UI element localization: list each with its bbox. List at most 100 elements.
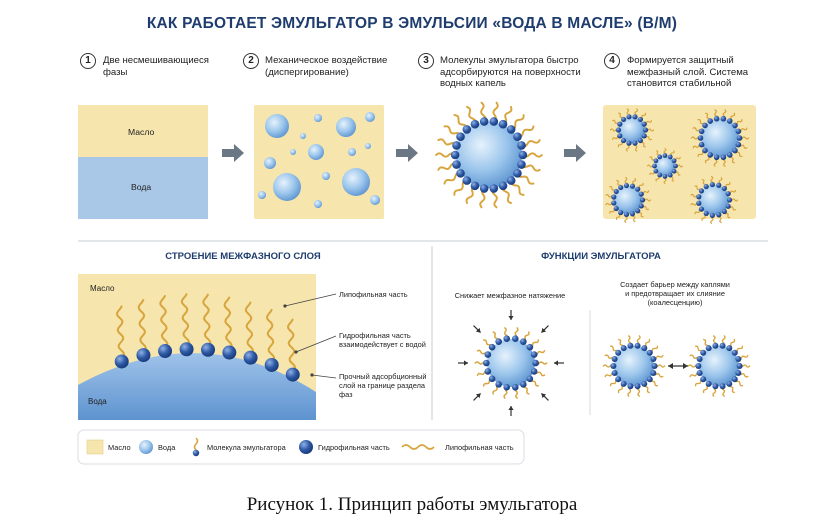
emulsifier-coated-droplet xyxy=(435,101,543,209)
hydrophilic-head xyxy=(736,135,743,141)
lipophilic-tail xyxy=(115,305,126,360)
hydrophilic-callout-line-1: Гидрофильная часть xyxy=(339,331,411,340)
hydrophilic-head xyxy=(721,185,727,192)
hydrophilic-head xyxy=(456,169,465,178)
step-3-line-2: адсорбируются на поверхности xyxy=(440,66,581,78)
lipophilic-tail xyxy=(286,318,297,373)
function-barrier-line-2: и предотвращает их слияние xyxy=(625,289,725,298)
hydrophilic-head xyxy=(637,137,644,144)
hydrophilic-head xyxy=(662,174,668,179)
hydrophilic-head xyxy=(158,344,173,359)
functions-section-title: ФУНКЦИИ ЭМУЛЬГАТОРА xyxy=(541,251,661,262)
hydrophilic-head xyxy=(201,342,216,357)
legend-water-label: Вода xyxy=(158,443,176,452)
hydrophilic-head xyxy=(713,154,720,161)
hydrophilic-head xyxy=(707,118,714,124)
hydrophilic-head xyxy=(495,338,502,345)
callout-line xyxy=(311,374,337,379)
legend-hydrophilic-swatch xyxy=(299,440,313,454)
hydrophilic-head xyxy=(667,154,673,160)
legend-water-swatch xyxy=(139,440,153,454)
hydrophilic-head xyxy=(696,200,702,206)
hydrophilic-head xyxy=(716,212,722,218)
step-1-line-1: Две несмешивающиеся xyxy=(103,55,210,66)
hydrophilic-head xyxy=(530,368,538,375)
legend-hydrophilic-label: Гидрофильная часть xyxy=(318,443,390,452)
hydrophilic-head xyxy=(725,191,731,197)
water-droplet xyxy=(365,112,375,122)
hydrophilic-head xyxy=(452,141,461,150)
hydrophilic-head xyxy=(613,205,619,212)
hydrophilic-head xyxy=(651,363,658,369)
hydrophilic-head xyxy=(611,370,618,377)
process-arrow xyxy=(222,144,244,162)
hydrophilic-head xyxy=(696,370,703,377)
water-droplet xyxy=(619,117,645,143)
hydrophilic-head xyxy=(264,357,279,372)
tension-arrowhead xyxy=(464,360,468,366)
hydrophilic-head xyxy=(620,380,627,387)
hydrophilic-head xyxy=(726,345,733,352)
hydrophilic-head xyxy=(450,150,460,160)
legend-oil-swatch xyxy=(86,439,104,455)
hydrophilic-head xyxy=(705,380,712,387)
hydrophilic-head xyxy=(703,183,709,190)
hydrophilic-head xyxy=(613,188,619,195)
lipophilic-tail xyxy=(159,295,169,349)
interface-water-label: Вода xyxy=(88,397,107,406)
hydrophilic-head xyxy=(462,125,472,134)
hydrophilic-head xyxy=(513,169,522,178)
hydrophilic-head xyxy=(653,168,659,174)
hydrophilic-head xyxy=(498,119,508,129)
hydrophilic-head xyxy=(697,135,704,141)
tension-arrowhead xyxy=(508,406,514,410)
water-droplet xyxy=(614,186,642,214)
lipophilic-tail xyxy=(244,301,254,356)
hydrophilic-head xyxy=(725,203,731,209)
hydrophilic-head xyxy=(136,348,151,363)
barrier-droplet-right xyxy=(687,335,751,397)
hydrophilic-head xyxy=(114,354,129,369)
hydrophilic-head xyxy=(707,152,714,158)
hydrophilic-head xyxy=(653,158,659,164)
water-droplet xyxy=(348,148,356,156)
hydrophilic-head xyxy=(732,122,738,129)
water-droplet xyxy=(365,143,371,149)
hydrophilic-head xyxy=(615,127,622,133)
hydrophilic-head xyxy=(629,183,636,189)
hydrophilic-head xyxy=(610,363,617,369)
hydrophilic-head xyxy=(736,363,743,369)
hydrophilic-head xyxy=(726,152,733,158)
phases-panel xyxy=(78,105,208,219)
hydrophilic-head xyxy=(709,212,715,219)
water-droplet xyxy=(342,168,370,196)
hydrophilic-head xyxy=(615,349,622,356)
water-droplet xyxy=(701,119,739,157)
water-droplet xyxy=(487,339,535,387)
hydrophilic-head xyxy=(179,342,194,357)
lipophilic-tail xyxy=(180,293,191,348)
hydrophilic-head xyxy=(517,160,526,169)
hydrophilic-head xyxy=(637,116,644,123)
hydrophilic-head xyxy=(620,137,627,144)
hydrophilic-head xyxy=(720,154,727,161)
hydrophilic-head xyxy=(662,153,668,158)
hydrophilic-head xyxy=(618,184,624,191)
repel-arrow xyxy=(668,363,688,369)
hydrophilic-head xyxy=(627,383,634,390)
hydrophilic-head xyxy=(641,133,647,139)
stable-droplets xyxy=(605,108,750,224)
process-arrow xyxy=(396,144,418,162)
hydrophilic-head xyxy=(698,141,705,148)
step-2-number: 2 xyxy=(243,53,259,69)
hydrophilic-head xyxy=(635,186,641,192)
hydrophilic-head xyxy=(503,383,511,391)
hydrophilic-head xyxy=(638,203,644,209)
hydrophilic-head xyxy=(712,383,719,390)
hydrophilic-head xyxy=(626,114,632,120)
stable-droplet xyxy=(609,108,655,152)
hydrophilic-head xyxy=(671,158,677,164)
dispersion-droplets xyxy=(258,112,380,208)
hydrophilic-callout: Гидрофильная часть взаимодействует с вод… xyxy=(339,331,426,349)
stable-droplet xyxy=(690,109,750,167)
